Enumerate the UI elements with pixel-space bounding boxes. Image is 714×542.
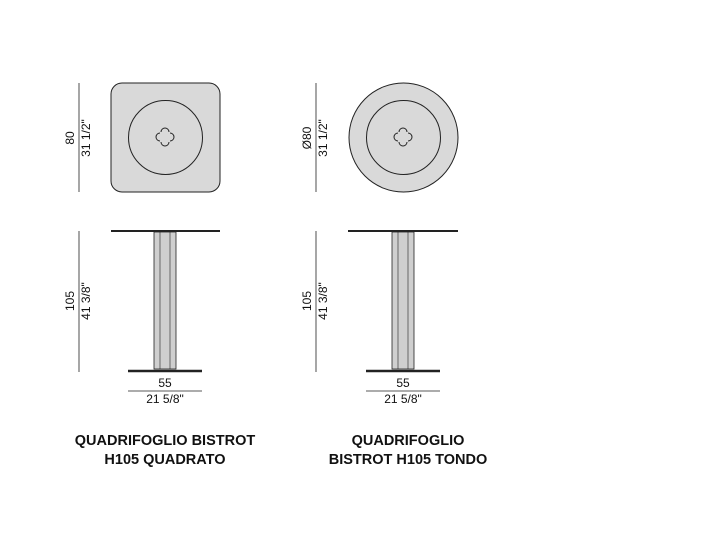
- round-table-side-view: [348, 230, 458, 373]
- square-height-dimension: 105 41 3/8": [63, 231, 93, 372]
- square-depth-dimension: 80 31 1/2": [63, 83, 93, 192]
- round-table-name-line2: BISTROT H105 TONDO: [328, 452, 488, 468]
- square-table-name-line2: H105 QUADRATO: [104, 452, 226, 468]
- square-depth-cm: 80: [63, 131, 77, 145]
- round-diameter-dimension: Ø80 31 1/2": [300, 83, 330, 192]
- round-table-caption: QUADRIFOGLIO BISTROT H105 TONDO: [278, 432, 538, 470]
- round-table-name-line1: QUADRIFOGLIO: [351, 433, 465, 449]
- round-height-in: 41 3/8": [316, 282, 330, 320]
- round-height-dimension: 105 41 3/8": [300, 231, 330, 372]
- square-depth-in: 31 1/2": [79, 119, 93, 157]
- round-height-cm: 105: [300, 291, 314, 311]
- square-height-in: 41 3/8": [79, 282, 93, 320]
- quatrefoil-column-icon: [393, 127, 413, 147]
- square-base-dimension: 55 21 5/8": [128, 376, 202, 406]
- round-table-top-view: [348, 82, 459, 193]
- square-table-caption: QUADRIFOGLIO BISTROT H105 QUADRATO: [35, 432, 295, 470]
- square-base-in: 21 5/8": [146, 392, 184, 406]
- square-height-cm: 105: [63, 291, 77, 311]
- round-base-dimension: 55 21 5/8": [366, 376, 440, 406]
- square-base-cm: 55: [158, 376, 172, 390]
- round-diameter-cm: Ø80: [300, 126, 314, 149]
- quatrefoil-column-icon: [155, 127, 175, 147]
- round-diameter-in: 31 1/2": [316, 119, 330, 157]
- round-base-cm: 55: [396, 376, 410, 390]
- square-table-name-line1: QUADRIFOGLIO BISTROT: [74, 433, 256, 449]
- square-table-side-view: [111, 230, 220, 373]
- square-table-top-view: [110, 82, 221, 193]
- round-base-in: 21 5/8": [384, 392, 422, 406]
